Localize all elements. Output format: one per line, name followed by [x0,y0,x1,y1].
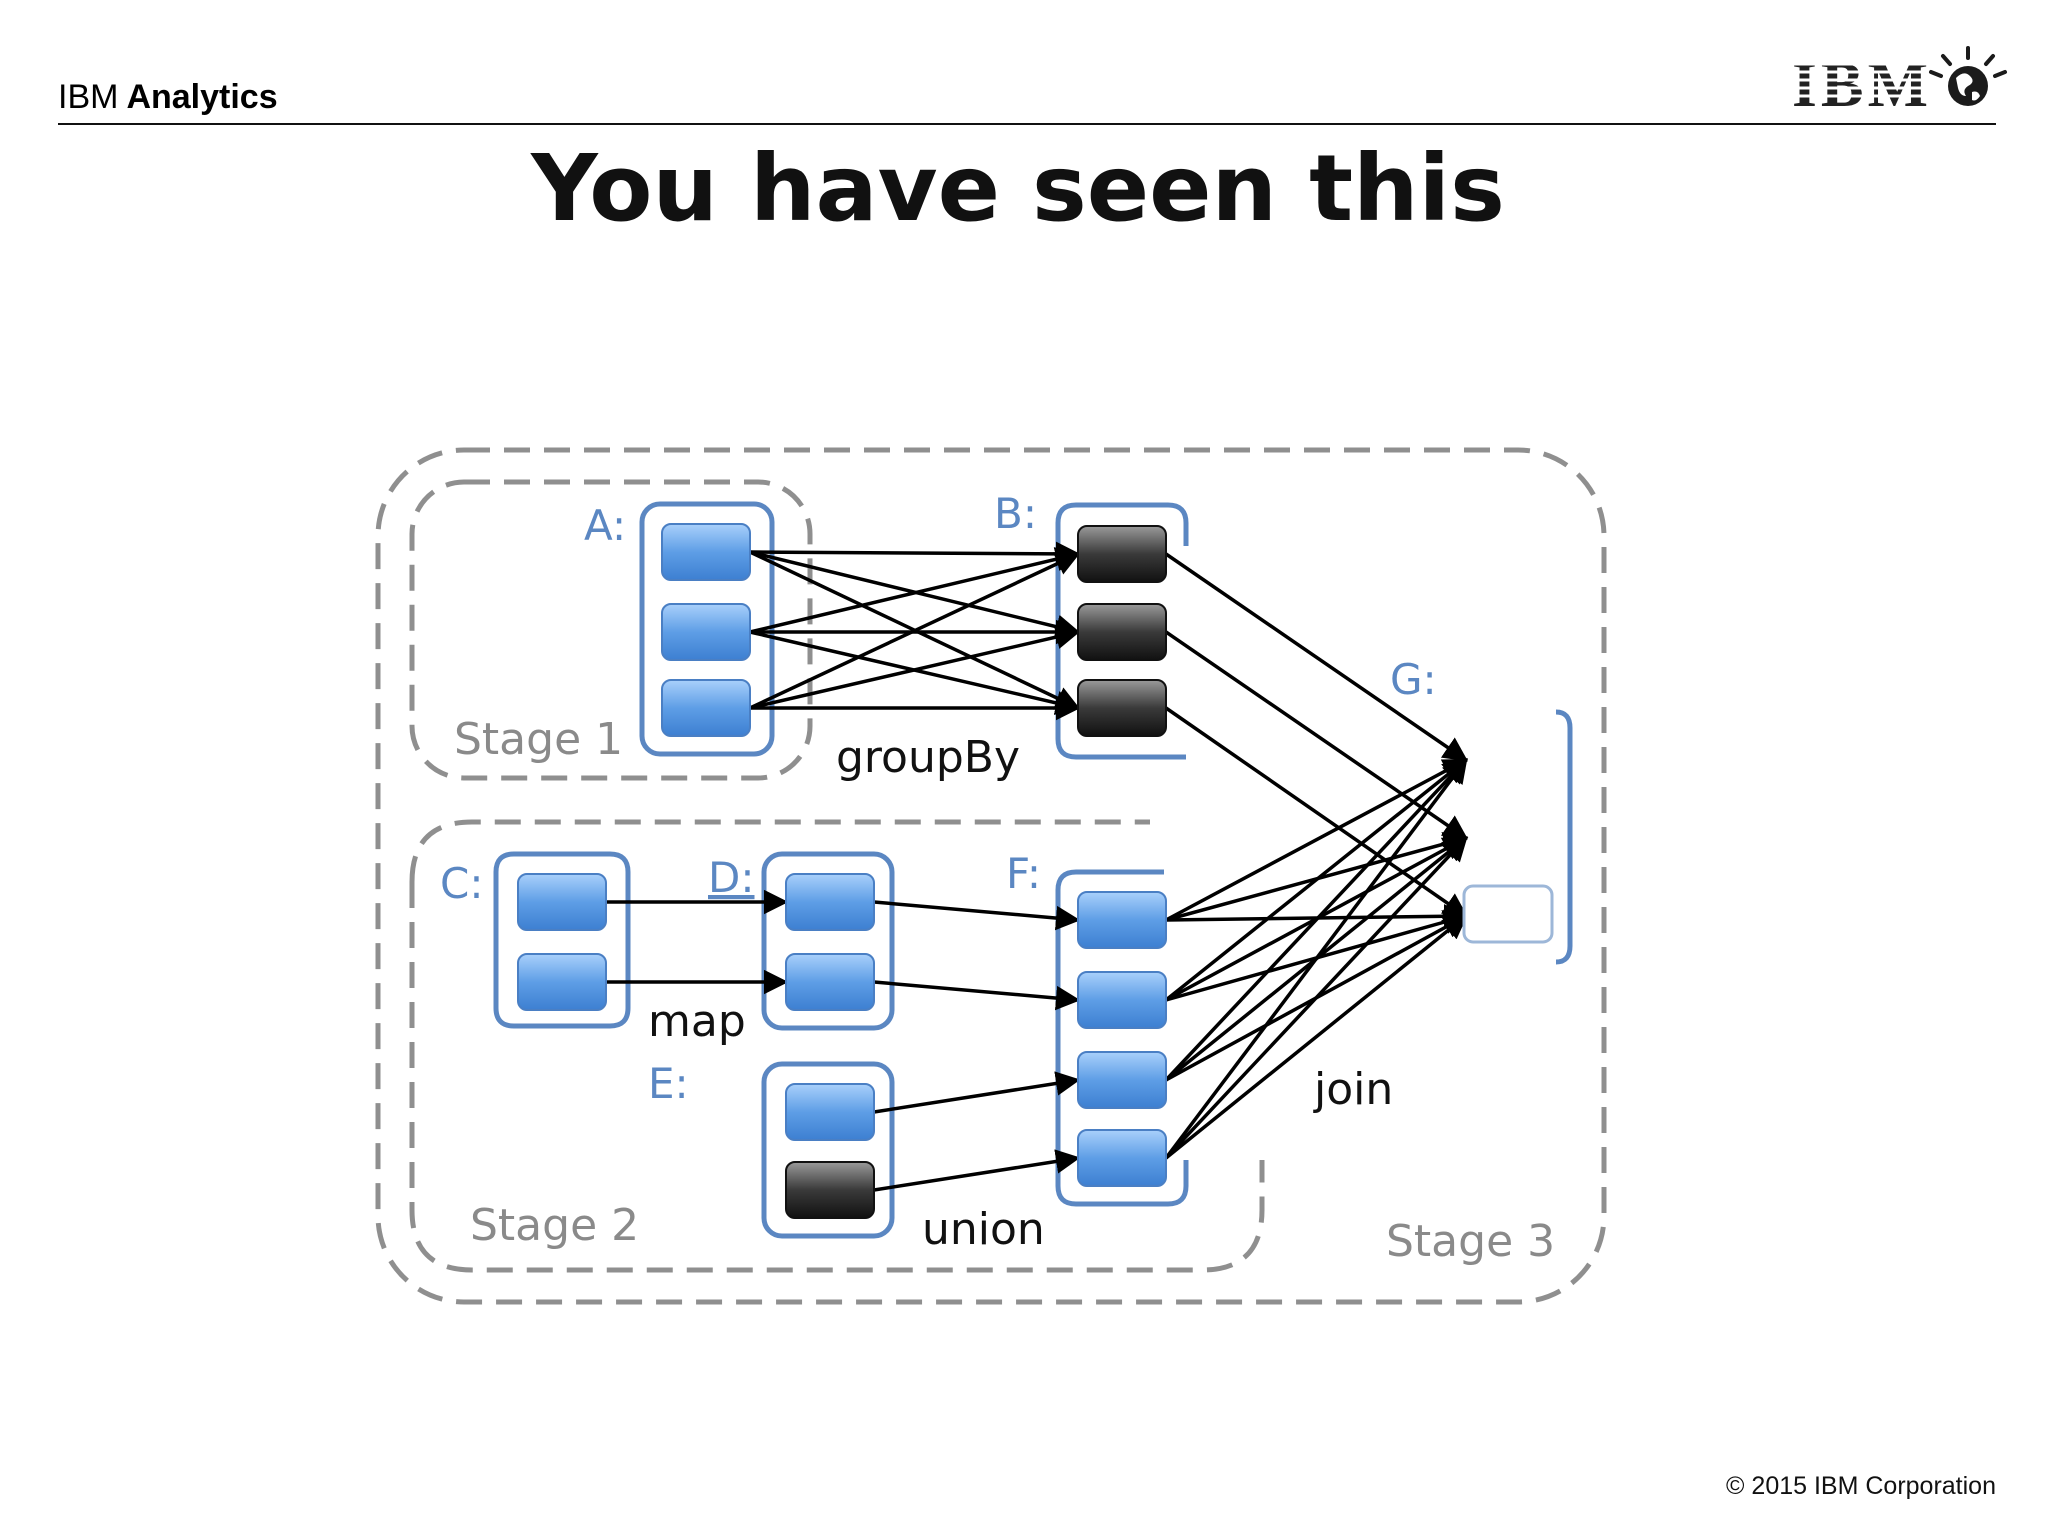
op-label-join: join [1313,1064,1393,1115]
arrow-union-e1-f3 [873,1071,1081,1114]
stage3-boundary [375,447,1607,1305]
rdd-b-container [1055,502,1189,760]
partition-a-1 [661,523,751,581]
partition-f-3 [1077,1051,1167,1109]
svg-text:IBM: IBM [1792,49,1932,120]
stage-label-2: Stage 2 [470,1200,639,1251]
rdd-label-a: A: [584,501,626,550]
op-label-map: map [648,996,746,1047]
arrow-groupby-a2-b1 [749,547,1081,634]
arrow-groupby-a3-b2 [749,625,1081,710]
arrow-join-b1-g [1165,552,1469,762]
rdd-e-container [761,1061,895,1239]
arrow-join-b2-g [1165,630,1469,840]
op-label-union: union [922,1204,1045,1255]
dependency-arrows [606,541,1469,1192]
ibm-logo: IBM [1790,49,1932,120]
partition-a-3 [661,679,751,737]
stage-label-3: Stage 3 [1386,1216,1555,1267]
arrow-groupby-a1-b1 [749,541,1081,567]
partition-b-1 [1077,525,1167,583]
arrow-join-f2-g1 [1164,758,1468,1002]
rdd-label-g: G: [1390,655,1437,704]
stage2-boundary-bottom [409,882,1265,1273]
partition-f-1 [1077,891,1167,949]
partition-b-3 [1077,679,1167,737]
rdd-labels: A: B: C: D: E: F: G: [440,489,1437,1108]
arrow-union-e2-f4 [873,1149,1081,1192]
partition-c-2 [517,953,607,1011]
arrow-join-f3-g1 [1164,758,1468,1082]
partition-f-2 [1077,971,1167,1029]
operation-labels: groupBy map union join [648,732,1393,1255]
partition-e-1 [785,1083,875,1141]
partitions [517,523,1554,1219]
smarter-planet-icon [1929,46,2007,106]
stage-label-1: Stage 1 [454,714,623,765]
rdd-a-container [639,501,775,757]
partition-c-1 [517,873,607,931]
rdd-label-f: F: [1006,849,1041,898]
rdd-g-container [1555,709,1573,965]
arrow-union-d2-f2 [873,980,1081,1011]
rdd-label-d: D: [708,853,755,902]
partition-d-1 [785,873,875,931]
arrow-join-b3-g [1165,706,1469,918]
partition-b-2 [1077,603,1167,661]
copyright-notice: © 2015 IBM Corporation [1726,1472,1996,1500]
arrow-union-d1-f1 [873,900,1081,931]
partition-f-4 [1077,1129,1167,1187]
op-label-groupby: groupBy [836,732,1020,783]
stage-boundaries [375,447,1607,1305]
stage1-boundary [409,479,813,781]
partition-e-2 [785,1161,875,1219]
rdd-label-c: C: [440,859,483,908]
rdd-label-b: B: [994,489,1037,538]
arrow-join-f4-g1 [1164,758,1468,1160]
stage-labels: Stage 1 Stage 2 Stage 3 [454,714,1555,1267]
ibm-logo-stripes [1790,62,1930,98]
arrow-groupby-a3-b1 [749,552,1081,710]
page-title: You have seen this [530,135,1505,242]
stage2-boundary-top [409,819,1150,883]
rdd-label-e: E: [648,1059,689,1108]
partition-a-2 [661,603,751,661]
partition-d-2 [785,953,875,1011]
arrow-join-f4-g3 [1164,914,1468,1160]
rdd-f-container [1055,869,1189,1207]
arrow-join-f4-g2 [1164,836,1468,1160]
partition-g-1 [1462,884,1554,944]
arrow-join-f1-g1 [1165,758,1469,922]
rdd-d-container [761,851,895,1031]
rdd-containers [493,501,1573,1239]
rdd-c-container [493,851,631,1029]
